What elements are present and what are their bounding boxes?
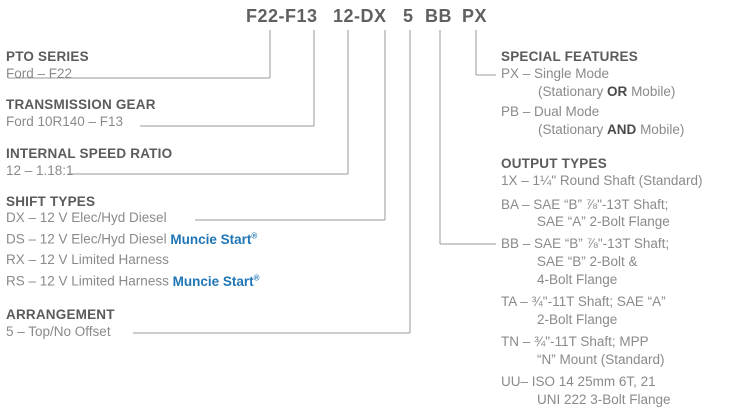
shift-type-dx: DX – 12 V Elec/Hyd Diesel [6,210,167,225]
feature-px: PX – Single Mode [501,66,610,81]
output-type-bb: BB – SAE “B” ⅞"-13T Shaft; [501,236,669,251]
output-type-ta-line2: 2-Bolt Flange [537,312,618,327]
arrangement-value: 5 – Top/No Offset [6,324,111,339]
shift-type-ds: DS – 12 V Elec/Hyd Diesel Muncie Start® [6,231,257,247]
pb-detail-bold: AND [607,122,637,137]
output-type-1x: 1X – 1¼" Round Shaft (Standard) [501,173,702,188]
speed-ratio-header: INTERNAL SPEED RATIO [6,146,173,161]
output-type-uu-line2: UNI 222 3-Bolt Flange [537,392,671,407]
speed-ratio-value: 12 – 1.18:1 [6,163,74,178]
shift-type-rs-text: RS – 12 V Limited Harness [6,273,169,289]
registered-mark: ® [251,231,258,240]
muncie-start-brand: Muncie Start® [170,231,258,247]
output-desc: SAE “B” ⅞"-13T Shaft; [533,197,669,212]
output-types-header: OUTPUT TYPES [501,156,607,171]
px-detail-bold: OR [607,84,628,99]
arrangement-header: ARRANGEMENT [6,307,115,322]
shift-types-header: SHIFT TYPES [6,194,96,209]
feature-pb: PB – Dual Mode [501,104,600,119]
registered-mark: ® [253,273,260,282]
output-code: TA – [501,294,528,309]
special-features-header: SPECIAL FEATURES [501,49,638,64]
output-desc: ¾"-11T Shaft; SAE “A” [531,294,666,309]
feature-px-detail: (Stationary OR Mobile) [538,84,675,99]
muncie-start-brand: Muncie Start® [172,273,260,289]
brand-text: Muncie Start [170,231,252,247]
pb-detail-pre: (Stationary [538,122,604,137]
code-part-ratio-shift: 12-DX [333,6,387,26]
output-code: 1X – [501,173,529,188]
output-desc: 1¼" Round Shaft (Standard) [532,173,703,188]
transmission-gear-value: Ford 10R140 – F13 [6,114,124,129]
px-detail-post: Mobile) [631,84,676,99]
output-code: UU– [501,374,529,389]
output-desc: ¾"-11T Shaft; MPP [534,334,649,349]
output-type-bb-line2: SAE “B” 2-Bolt & [537,254,638,269]
pto-series-header: PTO SERIES [6,49,89,64]
code-part-output: BB [425,6,452,26]
pto-series-value: Ford – F22 [6,66,73,81]
output-type-uu: UU– ISO 14 25mm 6T, 21 [501,374,656,389]
feature-pb-detail: (Stationary AND Mobile) [538,122,684,137]
transmission-gear-header: TRANSMISSION GEAR [6,97,156,112]
code-part-special: PX [462,6,488,26]
output-type-ba: BA – SAE “B” ⅞"-13T Shaft; [501,197,668,212]
shift-type-rx: RX – 12 V Limited Harness [6,252,169,267]
px-detail-pre: (Stationary [538,84,604,99]
code-part-arrangement: 5 [403,6,414,26]
output-code: BB – [501,236,531,251]
output-type-ba-line2: SAE “A” 2-Bolt Flange [537,214,670,229]
brand-text: Muncie Start [172,273,254,289]
shift-type-rs: RS – 12 V Limited Harness Muncie Start® [6,273,260,289]
output-desc: ISO 14 25mm 6T, 21 [531,374,656,389]
output-code: TN – [501,334,531,349]
output-type-tn: TN – ¾"-11T Shaft; MPP [501,334,649,349]
shift-type-ds-text: DS – 12 V Elec/Hyd Diesel [6,231,167,247]
output-code: BA – [501,197,530,212]
code-part-pto-gear: F22-F13 [246,6,318,26]
pb-detail-post: Mobile) [640,122,685,137]
output-type-tn-line2: “N” Mount (Standard) [537,352,665,367]
output-type-bb-line3: 4-Bolt Flange [537,272,618,287]
output-desc: SAE “B” ⅞"-13T Shaft; [534,236,670,251]
output-type-ta: TA – ¾"-11T Shaft; SAE “A” [501,294,666,309]
